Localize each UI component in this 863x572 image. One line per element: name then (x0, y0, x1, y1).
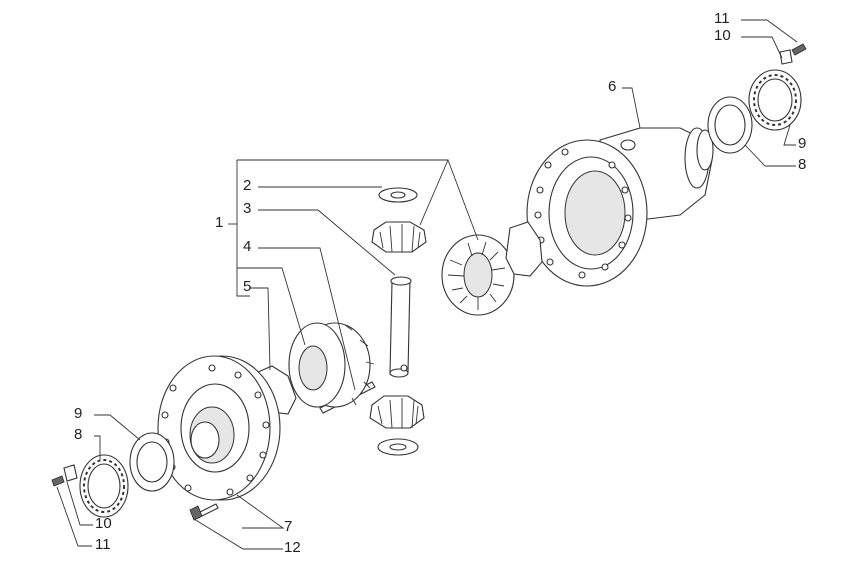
lock-plate-10-left (63, 464, 78, 482)
callout-5: 5 (243, 278, 252, 295)
callout-9-left: 9 (74, 405, 83, 422)
bolt-11-right (791, 43, 807, 56)
bolt-12 (189, 503, 219, 521)
differential-case-half-7 (157, 355, 281, 501)
side-gear-right (441, 234, 515, 316)
callout-11-right: 11 (714, 10, 730, 27)
callout-8-right: 8 (798, 156, 807, 173)
leader-lines (56, 19, 798, 550)
callout-1: 1 (215, 214, 224, 231)
differential-case-half-6 (526, 127, 714, 287)
bearing-race-8-right (707, 96, 753, 154)
bearing-race-9-left (129, 432, 175, 492)
pinion-gear-upper (371, 221, 427, 253)
callout-10-left: 10 (95, 515, 112, 532)
pinion-gear-lower (369, 395, 425, 429)
callout-12: 12 (284, 539, 301, 556)
callout-6: 6 (608, 78, 617, 95)
thrust-washer-right (505, 221, 543, 277)
bearing-9-right (748, 69, 802, 131)
callout-10-right: 10 (714, 27, 731, 44)
lock-plate-10-right (779, 49, 793, 65)
bolt-11-left (51, 475, 65, 487)
callout-2: 2 (243, 177, 252, 194)
bearing-8-left (79, 454, 129, 518)
callout-4: 4 (243, 238, 252, 255)
callout-3: 3 (243, 200, 252, 217)
callout-8-left: 8 (74, 426, 83, 443)
side-gear-left (288, 322, 375, 408)
cross-shaft-3 (389, 276, 412, 378)
callout-9-right: 9 (798, 135, 807, 152)
thrust-washer-lower (377, 438, 419, 456)
callout-7: 7 (284, 518, 293, 535)
thrust-washer-2 (378, 187, 418, 203)
callout-11-left: 11 (95, 536, 111, 553)
